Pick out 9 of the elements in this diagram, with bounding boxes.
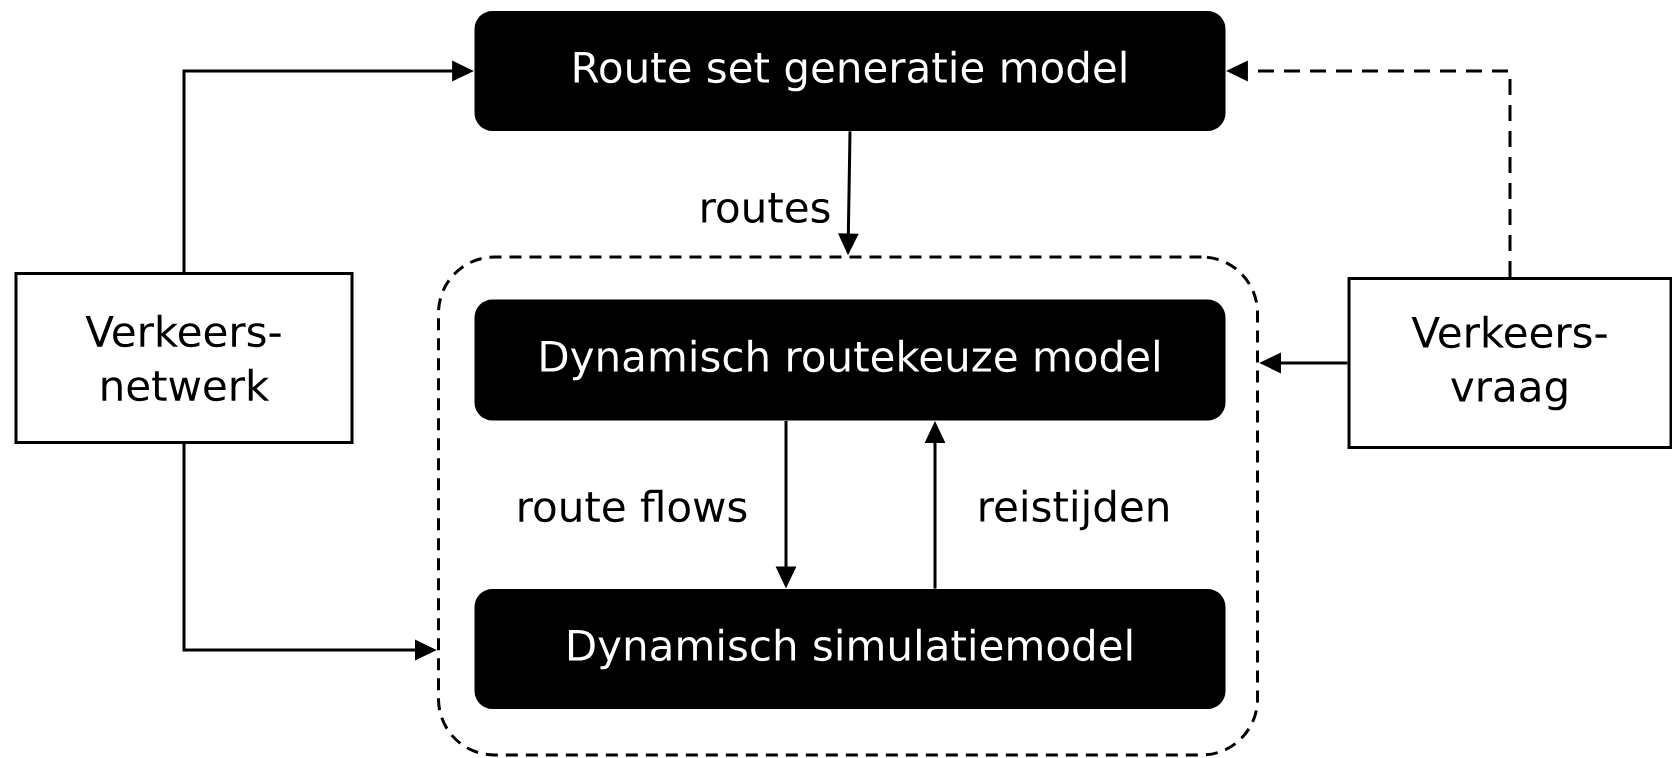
input-box: Verkeers- netwerk bbox=[14, 272, 354, 444]
edge-label: route flows bbox=[511, 485, 753, 527]
edge-label: routes bbox=[694, 188, 836, 228]
process-box: Dynamisch simulatiemodel bbox=[474, 589, 1226, 709]
process-box: Dynamisch routekeuze model bbox=[474, 299, 1226, 421]
process-box: Route set generatie model bbox=[474, 11, 1226, 131]
dashed-group-box bbox=[437, 255, 1259, 757]
input-box: Verkeers- vraag bbox=[1347, 277, 1672, 449]
edge-label: reistijden bbox=[972, 485, 1176, 535]
